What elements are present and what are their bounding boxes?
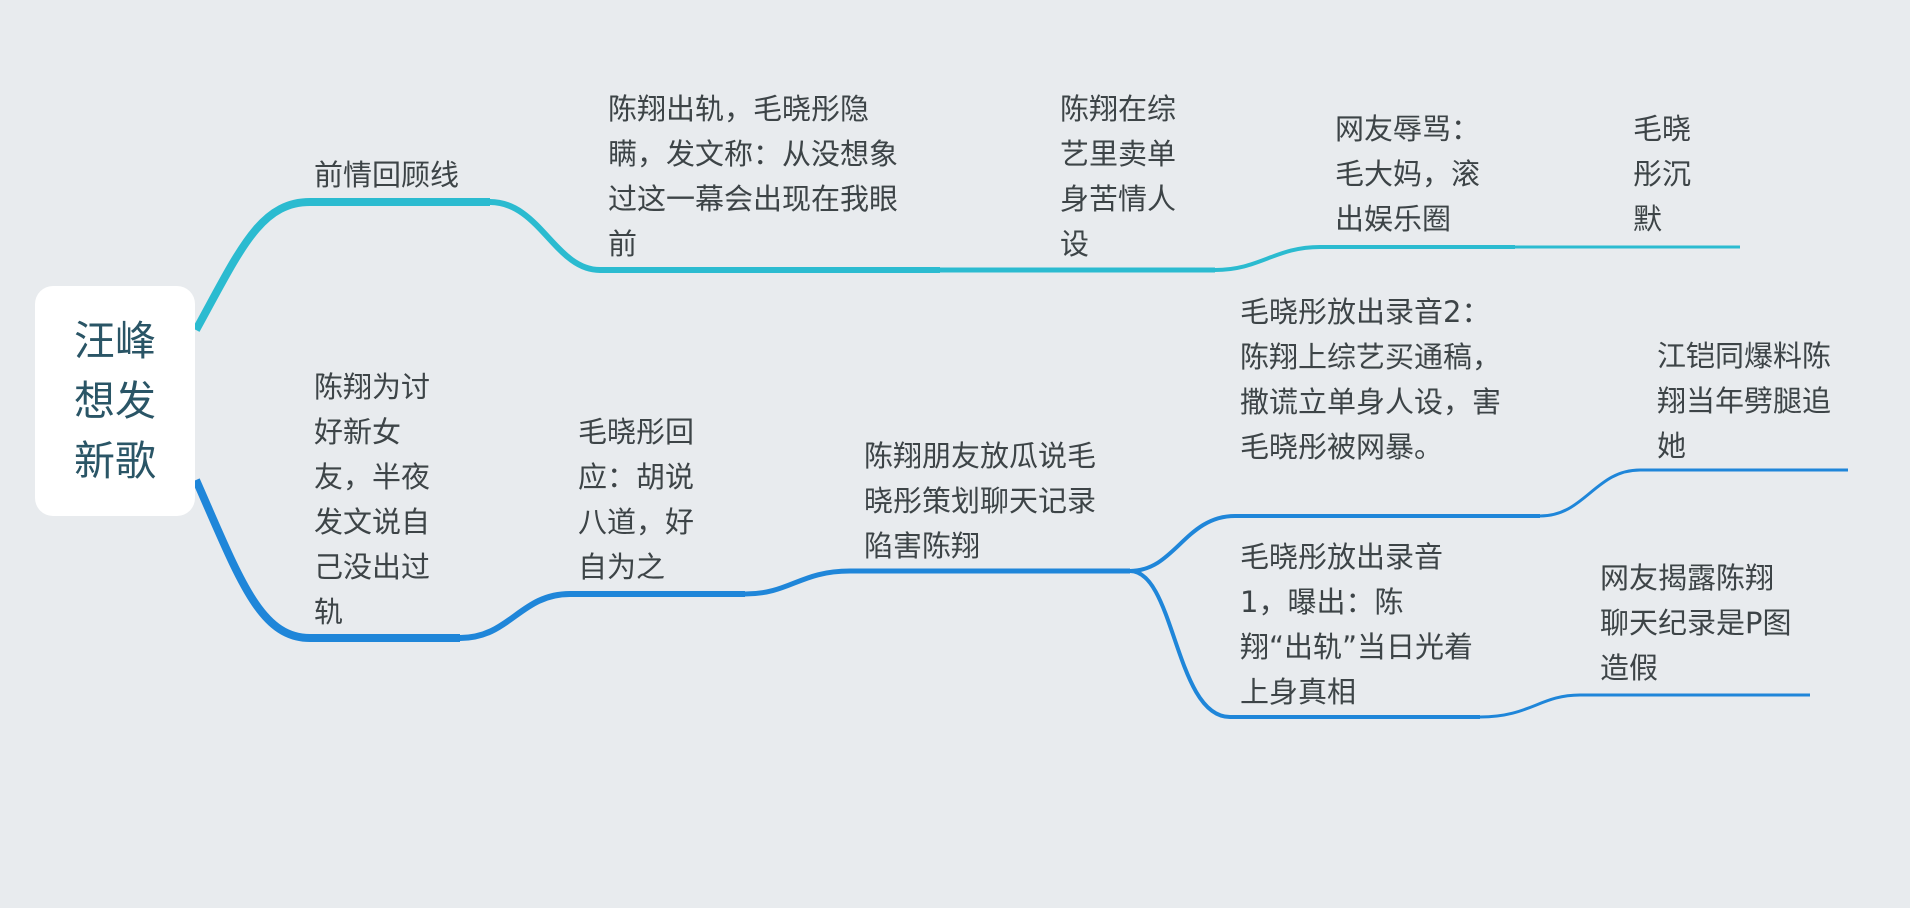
node-recap[interactable]: 前情回顾线 <box>314 158 460 192</box>
node-netizen-insult[interactable]: 网友辱骂：毛大妈，滚出娱乐圈 <box>1335 112 1481 236</box>
branch-root-to-recap <box>192 198 490 332</box>
node-netizen-fake[interactable]: 网友揭露陈翔聊天纪录是P图造假 <box>1600 561 1792 685</box>
branch-mxt-reply-to-friend-leak <box>744 568 1130 597</box>
branch-audio2-to-jiang <box>1539 468 1848 518</box>
root-node[interactable]: 汪峰想发新歌 <box>35 286 195 516</box>
node-please-gf[interactable]: 陈翔为讨好新女友，半夜发文说自己没出过轨 <box>314 370 431 629</box>
node-audio2[interactable]: 毛晓彤放出录音2：陈翔上综艺买通稿，撒谎立单身人设，害毛晓彤被网暴。 <box>1240 295 1502 464</box>
node-variety-single[interactable]: 陈翔在综艺里卖单身苦情人设 <box>1060 92 1177 261</box>
branch-variety-to-netizen-insult <box>1214 245 1515 272</box>
node-audio1[interactable]: 毛晓彤放出录音1，曝出：陈翔“出轨”当日光着上身真相 <box>1240 540 1474 709</box>
branch-friend-leak-to-audio2 <box>1129 514 1540 573</box>
branch-friend-leak-to-audio1 <box>1129 569 1480 719</box>
node-friend-leak[interactable]: 陈翔朋友放瓜说毛晓彤策划聊天记录陷害陈翔 <box>864 439 1097 563</box>
root-node-label: 汪峰想发新歌 <box>74 317 156 485</box>
node-jiang-kaitong[interactable]: 江铠同爆料陈翔当年劈腿追她 <box>1657 339 1832 463</box>
branch-recap-to-cheat-hide <box>489 199 940 273</box>
branch-please-gf-to-mxt-reply <box>459 591 745 641</box>
node-silent[interactable]: 毛晓彤沉默 <box>1633 112 1692 236</box>
node-mxt-reply[interactable]: 毛晓彤回应：胡说八道，好自为之 <box>578 415 695 584</box>
branch-root-to-please-gf <box>192 478 460 642</box>
node-cheat-hide[interactable]: 陈翔出轨，毛晓彤隐瞒，发文称：从没想象过这一幕会出现在我眼前 <box>608 92 899 261</box>
branch-audio1-to-netizen-fake <box>1479 693 1810 719</box>
